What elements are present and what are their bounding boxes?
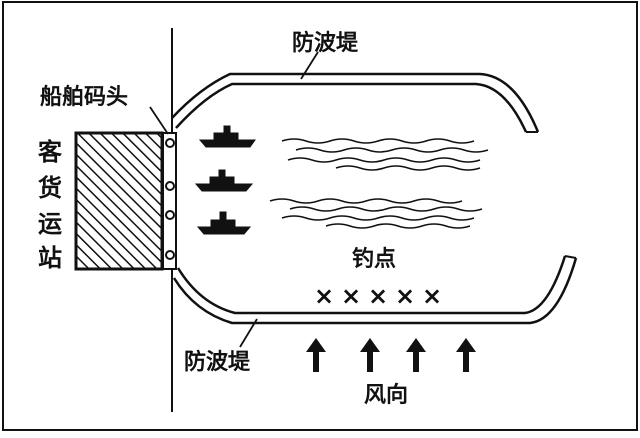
station-char: 货: [38, 174, 62, 202]
water-waves-upper: [281, 138, 489, 171]
up-arrow-icon: [306, 338, 326, 372]
cross-mark-icon: ×: [341, 282, 361, 310]
station-char: 客: [38, 138, 63, 166]
up-arrow-icon: [360, 338, 380, 372]
label-breakwater-bottom: 防波堤: [184, 350, 251, 375]
leader-breakwater-bottom: [239, 318, 258, 348]
station-block: [74, 131, 164, 271]
ship-icon: [196, 211, 252, 235]
breakwater-bottom: [172, 257, 578, 325]
pier-strip: [162, 132, 177, 270]
ship-icon: [198, 125, 256, 148]
bollards: [165, 138, 175, 260]
diagram-border: [2, 1, 638, 431]
cross-mark-icon: ×: [314, 282, 334, 310]
leader-breakwater-top: [300, 51, 319, 80]
label-wind-direction: 风向: [364, 382, 408, 408]
wind-arrows: [306, 338, 476, 372]
label-fishing-point: 钓点: [352, 246, 396, 272]
station-char: 运: [38, 210, 62, 238]
label-pier: 船舶码头: [40, 84, 128, 110]
cross-mark-icon: ×: [368, 282, 388, 310]
up-arrow-icon: [456, 338, 476, 372]
label-breakwater-top: 防波堤: [292, 31, 359, 56]
label-station: 客 货 运 站: [38, 138, 63, 272]
ship-icon: [194, 169, 254, 192]
fishing-marks: × × × × ×: [314, 282, 442, 310]
cross-mark-icon: ×: [422, 282, 442, 310]
up-arrow-icon: [406, 338, 426, 372]
breakwater-top: [171, 72, 540, 133]
cross-mark-icon: ×: [395, 282, 415, 310]
leader-pier: [149, 106, 169, 135]
station-char: 站: [38, 244, 62, 272]
water-waves-lower: [269, 198, 483, 229]
